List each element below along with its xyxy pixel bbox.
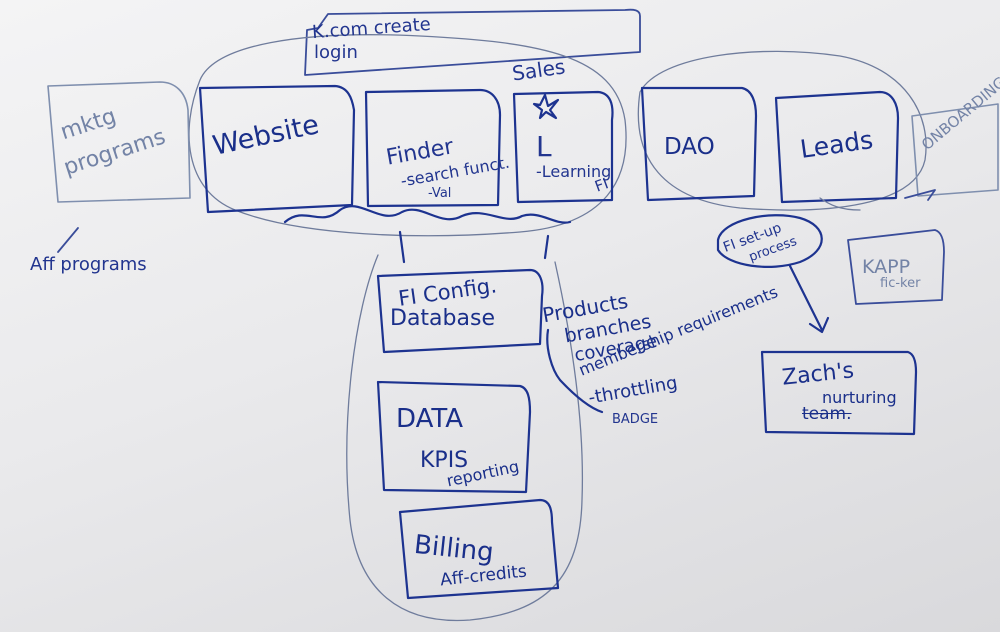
data-box	[376, 380, 532, 494]
db-column-oval	[346, 254, 584, 622]
data-label: DATA	[396, 404, 463, 434]
website-box	[198, 84, 356, 214]
products-bracket	[546, 328, 604, 414]
mktg-box	[47, 81, 191, 203]
billing-box	[398, 498, 560, 600]
nurturing-label: nurturing	[822, 388, 897, 407]
finder-box	[364, 88, 502, 208]
leads-box	[774, 90, 900, 204]
fi-config-box	[376, 268, 544, 354]
kcom-bracket	[304, 8, 641, 76]
squiggle-connector	[283, 205, 572, 224]
database-label: Database	[390, 306, 495, 331]
fi-setup-oval	[716, 214, 823, 268]
leads-connector	[819, 197, 861, 211]
learning-box	[512, 90, 614, 204]
badge-label: BADGE	[612, 412, 659, 427]
aff-link	[57, 227, 79, 253]
fi-setup-arrow	[788, 264, 830, 334]
top-right-oval	[637, 50, 927, 211]
finder-sub-label: -Val	[428, 186, 452, 201]
onboarding-box	[911, 103, 999, 197]
kapp-box	[847, 229, 945, 305]
team-label: team.	[802, 404, 852, 424]
dao-box	[640, 86, 758, 202]
login-label: login	[314, 42, 358, 63]
zachs-box	[760, 350, 918, 436]
learning-icon-label: L	[536, 130, 552, 163]
dao-label: DAO	[664, 134, 715, 160]
onboarding-arrow	[904, 189, 936, 201]
connector-right-drop	[543, 234, 550, 260]
kapp-sub-label: fic-ker	[880, 276, 921, 291]
learning-label: -Learning	[536, 162, 612, 181]
learning-star	[532, 93, 560, 120]
kapp-label: KAPP	[862, 256, 911, 278]
connector-left-drop	[398, 230, 406, 264]
aff-programs-label: Aff programs	[30, 254, 147, 275]
kpis-label: KPIS	[420, 448, 469, 473]
